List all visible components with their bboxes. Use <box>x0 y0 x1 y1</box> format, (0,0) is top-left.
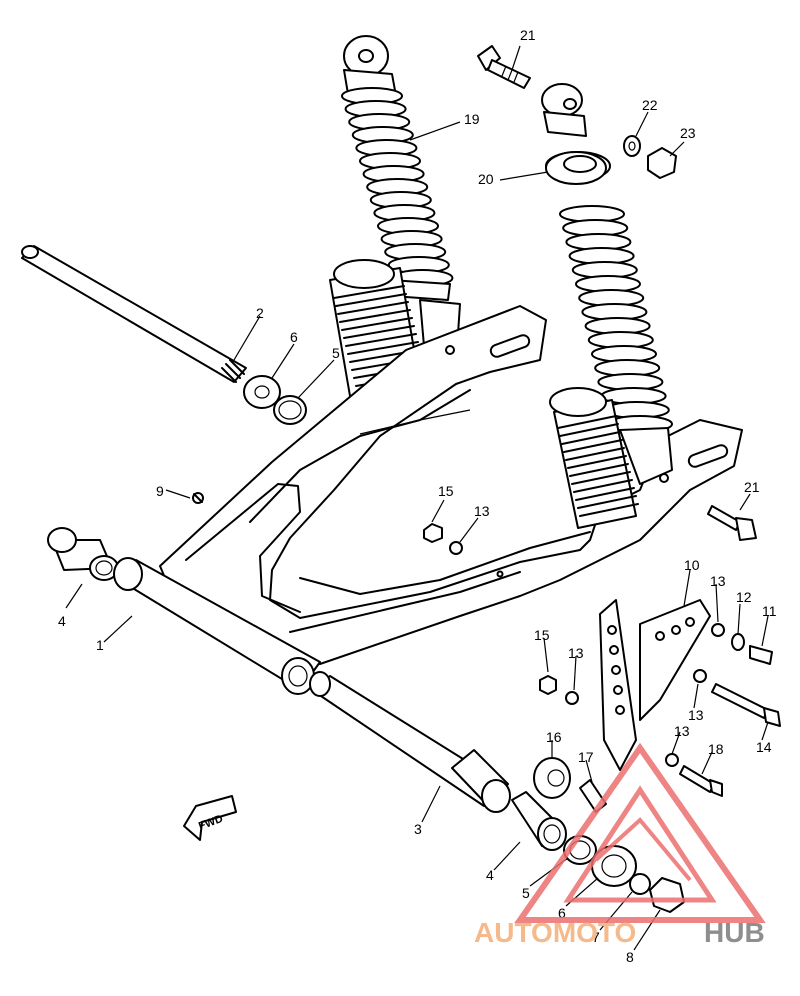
callout-18: 18 <box>708 741 724 757</box>
callout-4a: 4 <box>58 613 66 629</box>
callout-17: 17 <box>578 749 594 765</box>
callout-4b: 4 <box>486 867 494 883</box>
bolt-11 <box>749 645 773 665</box>
callout-16: 16 <box>546 729 562 745</box>
boot-rib <box>343 325 415 339</box>
callout-8: 8 <box>626 949 634 965</box>
callout-13d: 13 <box>688 707 704 723</box>
rear-pivot-shaft <box>21 245 247 383</box>
pivot-tube-1 <box>113 557 321 695</box>
callout-5b: 5 <box>522 885 530 901</box>
collar-3 <box>309 671 511 813</box>
boot-rib <box>559 423 619 437</box>
boot-rib <box>577 495 637 509</box>
cap-nut-23 <box>647 147 677 179</box>
right-shock-absorber <box>541 83 673 485</box>
spring-seat-20 <box>545 151 607 185</box>
callout-9: 9 <box>156 483 164 499</box>
callout-5a: 5 <box>332 345 340 361</box>
bolt-18 <box>679 765 723 797</box>
callout-19: 19 <box>464 111 480 127</box>
boot-rib <box>567 455 627 469</box>
boot-rib <box>573 479 633 493</box>
boot-rib <box>579 503 639 517</box>
callout-21a: 21 <box>520 27 536 43</box>
washer-13-bracket <box>665 623 725 767</box>
oring-upper-left <box>273 395 307 425</box>
callout-22: 22 <box>642 97 658 113</box>
callout-labels: 21 19 22 23 20 2 6 5 21 9 15 13 4 1 10 1… <box>58 27 777 965</box>
callout-3: 3 <box>414 821 422 837</box>
watermark-text: AUTOMOTO HUB <box>474 917 765 948</box>
callout-13a: 13 <box>474 503 490 519</box>
callout-7: 7 <box>592 929 600 945</box>
boot-rib <box>345 333 417 347</box>
nut-15-upper <box>423 523 443 543</box>
boot-rib <box>339 309 411 323</box>
watermark-text-part1: AUTOMOTO <box>474 917 636 948</box>
nut-15-lower <box>539 675 557 695</box>
watermark-text-part2: HUB <box>704 917 765 948</box>
callout-13e: 13 <box>674 723 690 739</box>
boot-rib <box>333 285 405 299</box>
callout-11: 11 <box>762 603 777 619</box>
callout-13c: 13 <box>568 645 584 661</box>
callout-15a: 15 <box>438 483 454 499</box>
boot-rib <box>561 431 621 445</box>
callout-10: 10 <box>684 557 700 573</box>
boot-rib <box>337 301 409 315</box>
boot-rib <box>575 487 635 501</box>
washer-12 <box>731 633 745 651</box>
washer-upper-left <box>243 375 281 409</box>
nut-8 <box>649 877 685 913</box>
grease-nipple-9 <box>192 492 204 504</box>
callout-23: 23 <box>680 125 696 141</box>
boot-rib <box>557 415 617 429</box>
boot-rib <box>347 341 419 355</box>
callout-20: 20 <box>478 171 494 187</box>
washer-13-lower <box>565 691 579 705</box>
callout-13b: 13 <box>710 573 726 589</box>
callout-6b: 6 <box>558 905 566 921</box>
callout-2: 2 <box>256 305 264 321</box>
boot-rib <box>571 471 631 485</box>
callout-6a: 6 <box>290 329 298 345</box>
callout-15b: 15 <box>534 627 550 643</box>
boot-rib <box>569 463 629 477</box>
boot-rib <box>565 447 625 461</box>
callout-12: 12 <box>736 589 752 605</box>
bolt-21-right <box>707 505 757 541</box>
bushing-4-left <box>47 527 119 581</box>
right-damper-cover <box>549 387 639 529</box>
washer-7 <box>629 873 651 895</box>
callout-14: 14 <box>756 739 772 755</box>
bolt-14 <box>711 683 781 727</box>
watermark-logo <box>514 742 766 923</box>
callout-21b: 21 <box>744 479 760 495</box>
washer-13-upper <box>449 541 463 555</box>
boot-rib <box>341 317 413 331</box>
bolt-21-top <box>477 45 531 89</box>
boot-rib <box>563 439 623 453</box>
boot-rib <box>335 293 407 307</box>
caliper-bracket-10 <box>599 599 711 771</box>
leader-lines <box>65 45 769 951</box>
rubber-damper-16 <box>533 757 571 799</box>
callout-1: 1 <box>96 637 104 653</box>
washer-22 <box>623 135 641 157</box>
bushing-4-right <box>511 791 567 851</box>
fwd-arrow: FWD <box>183 795 237 841</box>
